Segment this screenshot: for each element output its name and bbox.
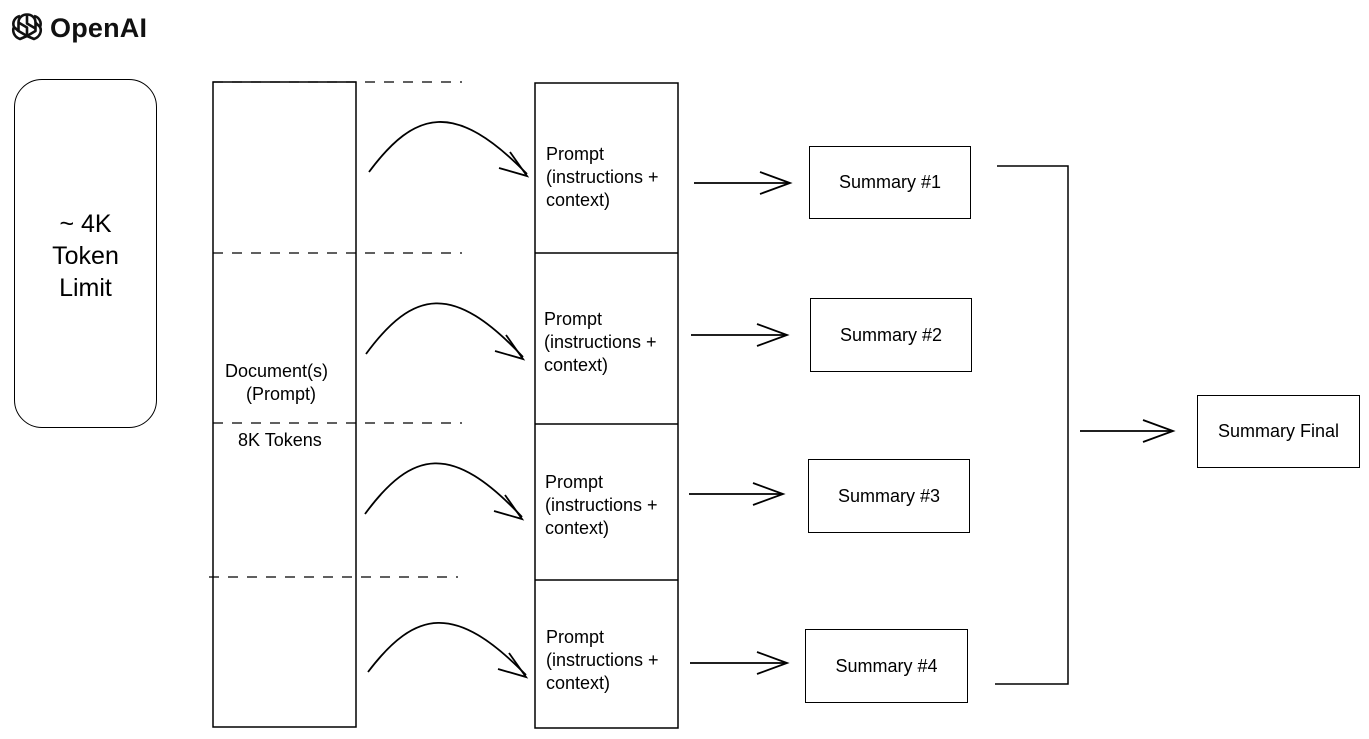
arrow-to-final-summary — [1080, 419, 1176, 443]
curved-arrow-1 — [368, 121, 530, 178]
document-column — [212, 81, 357, 728]
summary-box-3: Summary #3 — [808, 459, 970, 533]
arrow-prompt-to-summary-4 — [690, 651, 790, 675]
prompt-detail: (instructions + — [544, 332, 657, 352]
document-tokens-label: 8K Tokens — [238, 430, 322, 450]
prompt-detail: (instructions + — [546, 650, 659, 670]
prompt-context: context) — [544, 355, 609, 375]
summary-box-1: Summary #1 — [809, 146, 971, 219]
prompt-column — [534, 82, 679, 729]
prompt-context: context) — [545, 518, 610, 538]
prompt-context: context) — [546, 190, 611, 210]
arrow-prompt-to-summary-1 — [694, 171, 793, 195]
arrow-prompt-to-summary-3 — [689, 482, 786, 506]
token-limit-label: ~ 4K Token Limit — [14, 208, 157, 304]
curved-arrow-2 — [365, 302, 526, 361]
token-limit-line-2: Token — [52, 242, 119, 270]
summary-box-2: Summary #2 — [810, 298, 972, 372]
summary-final-box: Summary Final — [1197, 395, 1360, 468]
prompt-label-2: Prompt (instructions + context) — [544, 308, 657, 377]
token-limit-box — [14, 79, 157, 428]
document-label: Document(s) — [225, 361, 329, 381]
summary-box-4: Summary #4 — [805, 629, 968, 703]
prompt-title: Prompt — [546, 627, 605, 647]
curved-arrow-4 — [367, 622, 529, 679]
prompt-title: Prompt — [545, 472, 604, 492]
brand: OpenAI — [8, 8, 147, 48]
document-prompt-label: (Prompt) — [246, 384, 317, 404]
prompt-detail: (instructions + — [545, 495, 658, 515]
openai-logo-icon — [11, 13, 43, 41]
curved-arrow-3 — [364, 462, 525, 521]
prompt-label-4: Prompt (instructions + context) — [546, 626, 659, 695]
prompt-label-3: Prompt (instructions + context) — [545, 471, 658, 540]
summary-bracket — [995, 165, 1069, 685]
arrow-prompt-to-summary-2 — [691, 323, 790, 347]
prompt-context: context) — [546, 673, 611, 693]
token-limit-line-1: ~ 4K — [59, 210, 112, 238]
prompt-label-1: Prompt (instructions + context) — [546, 143, 659, 212]
prompt-detail: (instructions + — [546, 167, 659, 187]
prompt-title: Prompt — [546, 144, 605, 164]
prompt-title: Prompt — [544, 309, 603, 329]
brand-name: OpenAI — [50, 12, 148, 43]
token-limit-line-3: Limit — [59, 274, 112, 302]
